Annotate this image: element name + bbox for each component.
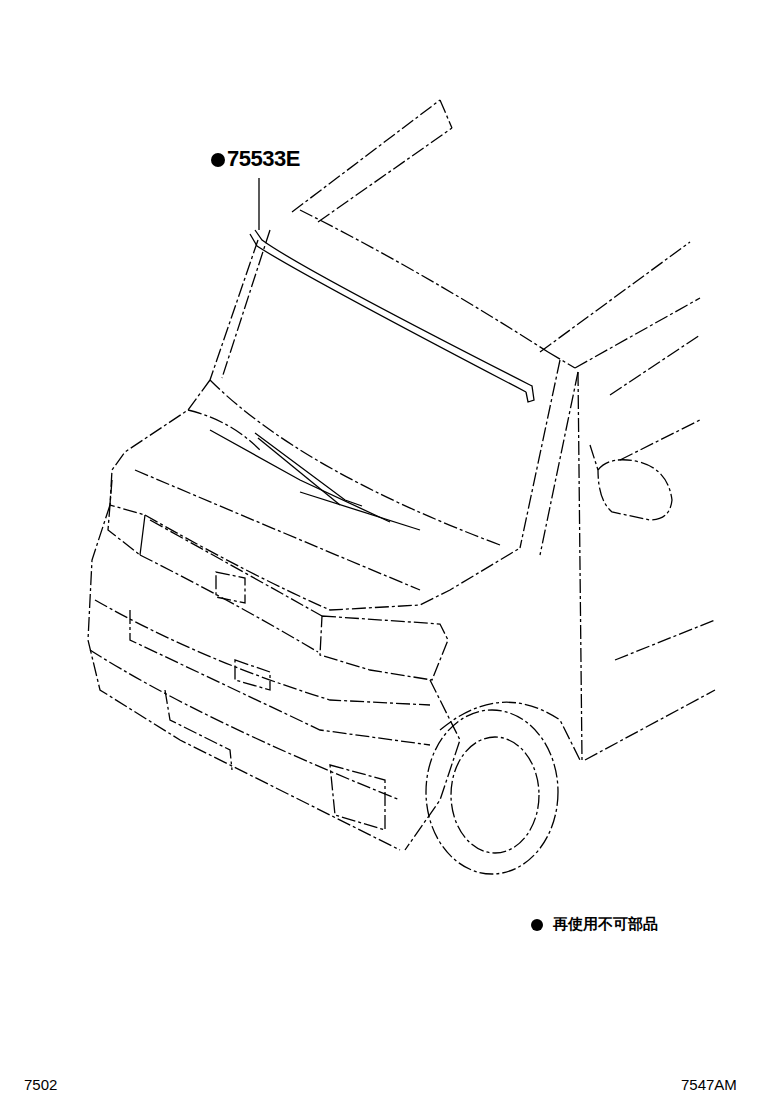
headlight xyxy=(320,616,448,680)
bumper-line xyxy=(130,610,430,745)
plate-bracket xyxy=(165,690,232,770)
wheel-rim xyxy=(451,737,539,853)
wiper-arm xyxy=(258,438,340,505)
cowl xyxy=(188,410,260,450)
leader-line xyxy=(258,178,259,230)
windshield-molding xyxy=(250,234,526,392)
hood-front xyxy=(145,515,520,610)
bumper-detail xyxy=(235,660,270,690)
roof-line xyxy=(440,100,452,128)
fog-lamp xyxy=(330,765,385,830)
headlight xyxy=(108,480,140,555)
wheel-arch xyxy=(440,702,580,760)
wiper-arm xyxy=(300,492,420,530)
bumper-outline xyxy=(88,505,400,850)
body-side xyxy=(578,372,582,760)
roof-line xyxy=(575,298,700,368)
bumper-line xyxy=(90,650,400,800)
door-line xyxy=(620,420,700,460)
figure-code: 7547AM xyxy=(681,1076,737,1093)
wiper-arm xyxy=(210,430,390,522)
molding-end xyxy=(526,385,534,402)
wheel xyxy=(426,710,558,874)
roof-line xyxy=(318,128,452,222)
roof-line xyxy=(540,242,690,352)
windshield-molding xyxy=(255,230,530,385)
door-line xyxy=(610,335,700,395)
legend-text: 再使用不可部品 xyxy=(553,916,658,933)
page-code: 7502 xyxy=(24,1076,57,1093)
mirror-arm xyxy=(590,445,598,470)
a-pillar xyxy=(210,240,258,380)
a-pillar xyxy=(520,360,560,548)
a-pillar xyxy=(222,230,270,378)
door-line xyxy=(615,620,715,660)
hood-crease xyxy=(135,470,420,590)
sill-line xyxy=(585,690,715,760)
bumper-line xyxy=(95,600,430,705)
roof-line xyxy=(548,352,575,368)
fender-edge xyxy=(405,680,460,850)
part-number: 75533E xyxy=(227,146,300,171)
roof-line xyxy=(292,100,440,212)
door-mirror xyxy=(598,460,672,520)
grille-edge xyxy=(140,515,145,555)
grille xyxy=(150,520,322,616)
emblem xyxy=(216,572,245,603)
non-reusable-mark xyxy=(211,153,225,167)
legend-symbol xyxy=(531,919,543,931)
a-pillar xyxy=(540,372,578,555)
